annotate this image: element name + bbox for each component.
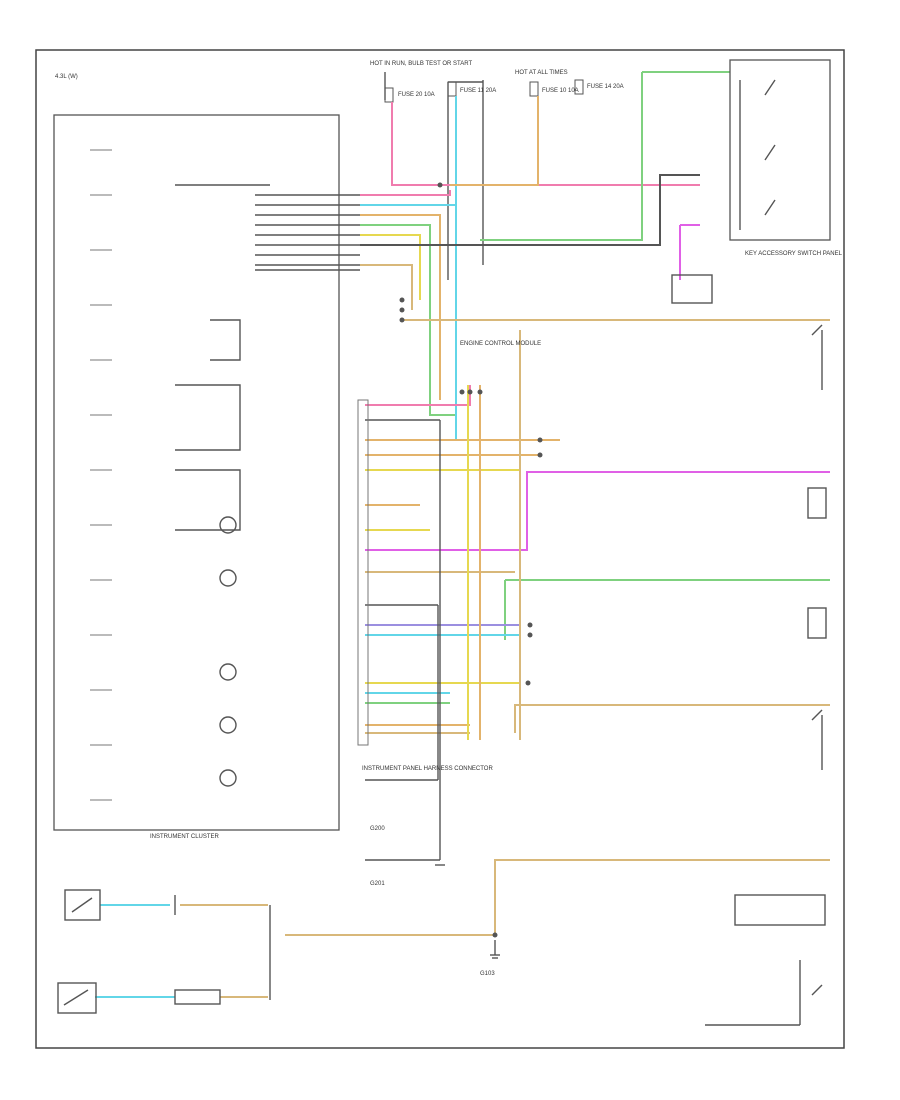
bottom-switches — [57, 889, 221, 1014]
cluster-title: INSTRUMENT CLUSTER — [150, 834, 220, 840]
hot-label-always: HOT AT ALL TIMES — [515, 70, 568, 76]
connector-dots — [399, 182, 543, 938]
cluster-gauges — [175, 184, 270, 787]
ground-label-g201: G201 — [370, 881, 385, 887]
key-accessory-switch-panel — [729, 59, 831, 241]
instrument-cluster-box — [53, 114, 340, 831]
harness-connector-label: INSTRUMENT PANEL HARNESS CONNECTOR — [362, 766, 493, 772]
ground-symbols — [435, 864, 500, 959]
structural-wires — [269, 419, 801, 1026]
right-sensors — [671, 274, 827, 996]
colored-wires — [95, 71, 830, 998]
pcm-label: ENGINE CONTROL MODULE — [460, 341, 541, 347]
harness-connector — [357, 399, 369, 746]
fuse-10 — [529, 81, 539, 97]
ground-label-g200: G200 — [370, 826, 385, 832]
svg-text:FUSE 11 20A: FUSE 11 20A — [460, 88, 496, 94]
cluster-pins — [90, 149, 112, 801]
engine-label: 4.3L (W) — [55, 74, 78, 80]
svg-text:FUSE 10 10A: FUSE 10 10A — [542, 88, 579, 94]
svg-text:FUSE 20 10A: FUSE 20 10A — [398, 92, 435, 98]
cluster-signal-wires — [255, 194, 360, 271]
fuse-block: FUSE 20 10A FUSE 11 20A FUSE 10 10A FUSE… — [384, 72, 624, 280]
diagram-border — [35, 49, 845, 1049]
fuse-11 — [447, 81, 457, 97]
ground-label-g103: G103 — [480, 971, 495, 977]
fuse-14 — [574, 79, 584, 95]
fuse-20 — [384, 87, 394, 103]
hot-label-run: HOT IN RUN, BULB TEST OR START — [370, 61, 472, 67]
accessory-panel-label: KEY ACCESSORY SWITCH PANEL — [745, 251, 843, 257]
svg-text:FUSE 14 20A: FUSE 14 20A — [587, 84, 624, 90]
